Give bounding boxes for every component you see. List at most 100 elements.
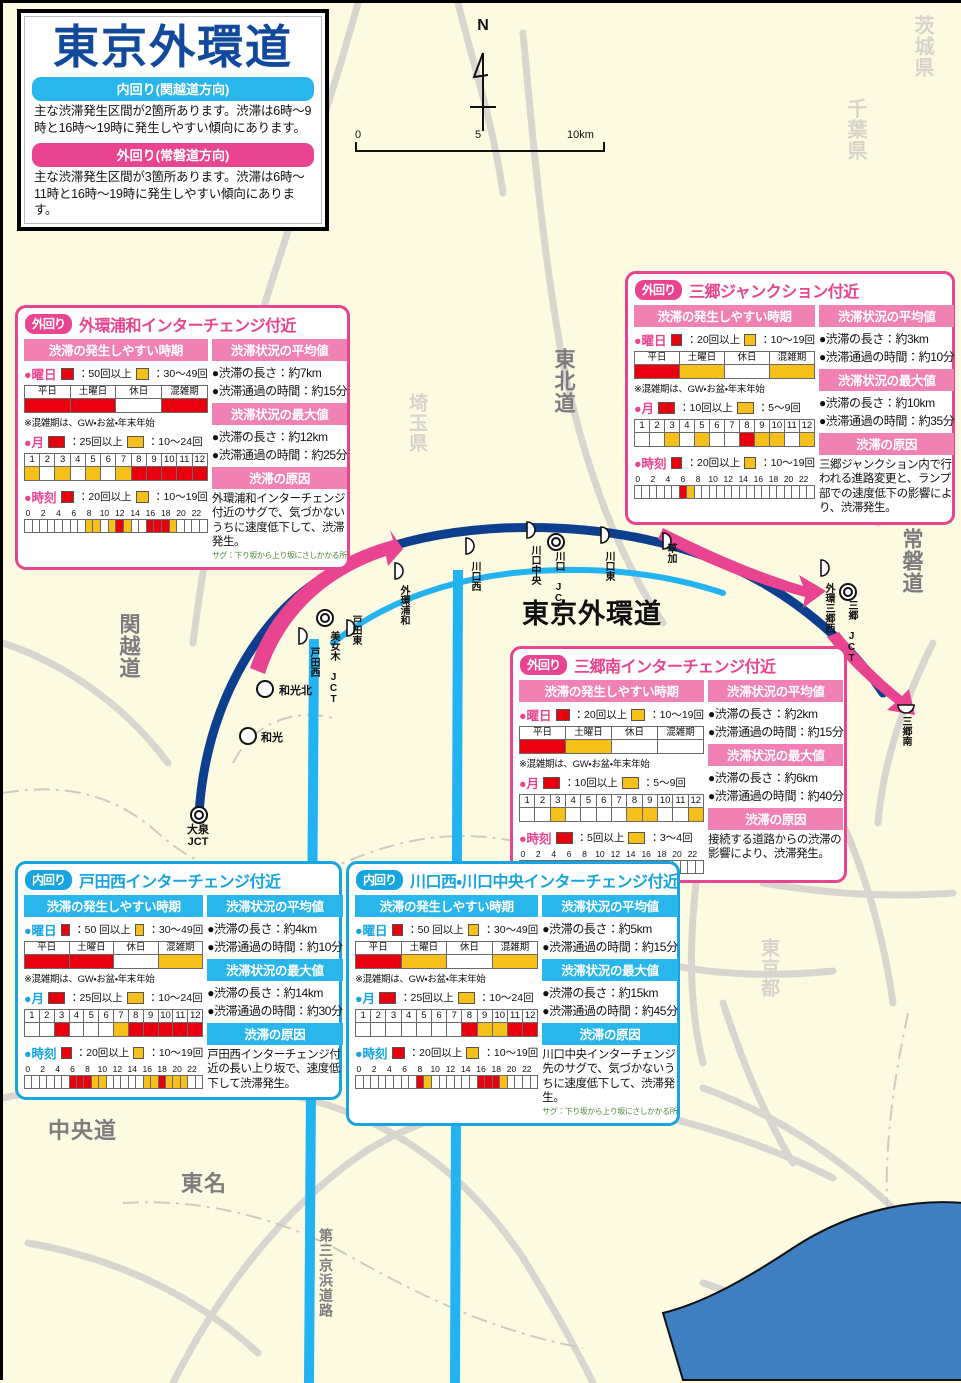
hour-cell bbox=[761, 485, 770, 499]
day-cell bbox=[768, 364, 815, 379]
road-label-tomei: 東名 bbox=[181, 1171, 228, 1196]
hour-tick: 18 bbox=[491, 1064, 501, 1074]
month-cell bbox=[798, 432, 815, 447]
month-header: 3 bbox=[385, 1009, 402, 1023]
ic-label-wako-kita: 和光北 bbox=[279, 685, 312, 697]
table-row bbox=[634, 432, 815, 447]
hour-tick: 16 bbox=[753, 474, 764, 484]
avg-length-label: ●渋滞の長さ： bbox=[211, 366, 289, 380]
legend-swatch-yellow bbox=[126, 991, 144, 1004]
day-cell bbox=[611, 739, 658, 754]
cause-text: 川口中央インターチェンジ先のサグで、気づかないうちに速度低下して、渋滞発生。 bbox=[542, 1049, 676, 1105]
hour-tick: 4 bbox=[56, 508, 61, 518]
legend-swatch-yellow bbox=[736, 401, 754, 414]
month-header: 6 bbox=[100, 453, 117, 467]
avg-length-value: 約7km bbox=[288, 366, 322, 380]
cause-text: 接続する道路からの渋滞の影響により、渋滞発生。 bbox=[708, 834, 842, 861]
hour-cell bbox=[514, 1075, 524, 1089]
section-header-average: 渋滞状況の平均値 bbox=[818, 305, 955, 327]
month-cell bbox=[127, 1022, 144, 1037]
avg-length-value: 約2km bbox=[784, 707, 818, 721]
day-cell bbox=[400, 954, 448, 969]
hour-cell bbox=[370, 1075, 379, 1089]
month-header: 9 bbox=[142, 1009, 159, 1023]
ic-label-oizumi-jct: 大泉 JCT bbox=[187, 824, 209, 848]
legend-swatch-red bbox=[48, 991, 66, 1004]
hour-cell bbox=[783, 485, 793, 499]
hour-tick: 14 bbox=[460, 1064, 471, 1074]
hour-cell bbox=[69, 519, 79, 533]
month-cell bbox=[113, 1022, 129, 1037]
day-legend-yellow: ：30〜49回 bbox=[483, 924, 539, 936]
hour-cell bbox=[39, 519, 48, 533]
row-label-month: ●月 bbox=[24, 992, 45, 1006]
max-length-line: ●渋滞の長さ：約6km bbox=[708, 769, 843, 786]
hour-cell bbox=[499, 1075, 508, 1089]
month-cell bbox=[191, 466, 208, 481]
section-header-maximum: 渋滞状況の最大値 bbox=[542, 959, 678, 981]
hour-cell bbox=[484, 1075, 493, 1089]
row-label-month: ●月 bbox=[519, 777, 540, 791]
cause-text: 戸田西インターチェンジ付近の長い上り坂で、速度低下して渋滞発生。 bbox=[207, 1049, 341, 1090]
cause-text: 外環浦和インターチェンジ付近のサグで、気づかないうちに速度低下して、渋滞発生。 bbox=[211, 493, 346, 549]
month-legend-yellow: ：10〜24回 bbox=[478, 992, 534, 1004]
month-legend-yellow: ：5〜9回 bbox=[757, 402, 801, 414]
section-header-cause: 渋滞の原因 bbox=[207, 1023, 343, 1045]
hour-cell bbox=[75, 1075, 85, 1089]
day-legend-yellow: ：10〜19回 bbox=[649, 709, 705, 721]
max-time-line: ●渋滞通過の時間：約25分 bbox=[212, 446, 348, 463]
max-time-label: ●渋滞通過の時間： bbox=[207, 1004, 307, 1018]
stats-column: 渋滞状況の平均値 ●渋滞の長さ：約7km ●渋滞通過の時間：約15分 渋滞状況の… bbox=[211, 339, 348, 561]
avg-time-label: ●渋滞通過の時間： bbox=[211, 384, 312, 398]
hour-cell bbox=[157, 1075, 167, 1089]
max-length-value: 約12km bbox=[288, 430, 328, 444]
section-header-average: 渋滞状況の平均値 bbox=[542, 895, 678, 917]
hour-cell bbox=[153, 519, 162, 533]
ic-label-gaikan-urawa: 外環浦和 bbox=[398, 585, 409, 625]
stats-column: 渋滞状況の平均値 ●渋滞の長さ：約5km ●渋滞通過の時間：約15分 渋滞状況の… bbox=[542, 895, 678, 1117]
month-legend-red: ：10回以上 bbox=[679, 402, 733, 414]
month-cell bbox=[753, 432, 770, 447]
max-length-label: ●渋滞の長さ： bbox=[211, 430, 289, 444]
day-cell bbox=[678, 364, 725, 379]
panel-title: 三郷ジャンクション付近 bbox=[689, 284, 859, 301]
max-time-value: 約35分 bbox=[918, 414, 955, 428]
row-label-day: ●曜日 bbox=[634, 334, 667, 348]
legend-swatch-red bbox=[60, 490, 74, 503]
month-cell bbox=[24, 1022, 40, 1037]
panel-gaikan-urawa: 外回り 外環浦和インターチェンジ付近 渋滞の発生しやすい時期 ●曜日 ：50回以… bbox=[15, 305, 350, 570]
max-length-line: ●渋滞の長さ：約14km bbox=[207, 984, 342, 1001]
hour-tick: 8 bbox=[417, 1064, 423, 1074]
day-table: 平日土曜日休日混雑期 bbox=[24, 385, 208, 413]
day-header: 休日 bbox=[113, 941, 159, 955]
hour-tick: 16 bbox=[142, 1064, 152, 1074]
section-header-cause: 渋滞の原因 bbox=[542, 1023, 678, 1045]
hour-cell bbox=[100, 519, 109, 533]
hour-tick: 10 bbox=[430, 1064, 440, 1074]
hour-tick: 6 bbox=[680, 474, 686, 484]
compass: N bbox=[458, 17, 508, 137]
congestion-period-note: ※混雑期は、GW・お盆・年末年始 bbox=[634, 384, 765, 395]
day-header: 混雑期 bbox=[491, 941, 539, 955]
max-length-value: 約10km bbox=[895, 396, 935, 410]
hour-cell bbox=[648, 485, 658, 499]
hour-legend: ●時刻 ：20回以上 ：10〜19回 bbox=[24, 487, 208, 506]
table-row bbox=[355, 954, 539, 969]
month-header: 2 bbox=[370, 1009, 387, 1023]
day-header: 休日 bbox=[115, 385, 163, 399]
day-legend-yellow: ：10〜19回 bbox=[760, 334, 815, 346]
prefecture-label-ibaraki: 茨城県 bbox=[911, 15, 933, 78]
day-cell bbox=[519, 739, 566, 754]
month-cell bbox=[100, 466, 117, 481]
hour-tick: 0 bbox=[25, 508, 31, 518]
hour-cell bbox=[176, 519, 185, 533]
scale-tick-10: 10km bbox=[567, 129, 594, 141]
hour-cell bbox=[31, 1075, 40, 1089]
hour-tick: 20 bbox=[672, 849, 682, 859]
month-cell bbox=[723, 432, 740, 447]
hour-cell bbox=[529, 1075, 539, 1089]
hour-legend-red: ：20回以上 bbox=[408, 1047, 463, 1059]
month-cell bbox=[518, 807, 536, 822]
